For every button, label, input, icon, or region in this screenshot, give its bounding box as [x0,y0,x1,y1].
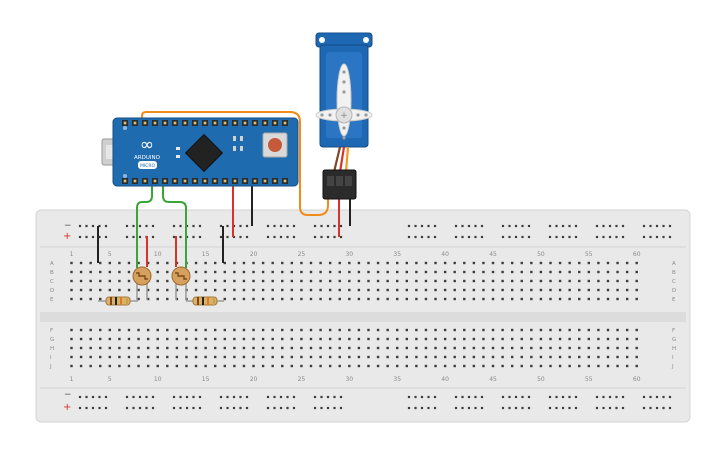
column-label: 30 [345,251,353,258]
breadboard-center-channel [40,312,686,322]
column-label: 40 [441,251,449,258]
photoresistor-2[interactable] [171,266,191,300]
row-label: F [50,328,53,334]
resistor-2[interactable] [186,296,224,306]
column-label: 10 [154,376,162,383]
row-label: C [672,279,676,285]
row-label: G [50,337,54,343]
breadboard-top-rail-divider [40,246,686,248]
servo-motor[interactable]: + [315,32,373,200]
reset-button-cap[interactable] [268,138,282,152]
column-label: 45 [489,376,497,383]
rail-minus-top: − [64,221,72,231]
photoresistor-1[interactable] [132,266,152,300]
row-label: D [672,288,676,294]
rail-minus-bottom: − [64,390,72,400]
sensor-wire-a1 [162,183,187,268]
column-label: 50 [537,251,545,258]
breadboard-holes [70,224,672,410]
column-label: 55 [585,376,593,383]
servo-signal-wire [141,111,329,216]
breadboard-bottom-rail-divider [40,387,686,389]
arduino-logo-icon: ∞ [140,135,154,155]
arduino-micro[interactable]: ∞ ARDUINO MICRO [101,117,299,187]
arduino-chip [184,133,224,173]
column-label: 10 [154,251,162,258]
breadboard-labels: 1155101015152020252530303535404045455050… [49,251,676,383]
row-label: J [49,364,52,370]
row-label: E [50,297,54,303]
column-label: 5 [108,376,112,383]
column-label: 15 [202,251,210,258]
column-label: 60 [633,376,641,383]
servo-horn-hub [335,106,353,124]
row-label: B [50,270,54,276]
row-label: J [671,364,674,370]
row-label: A [672,261,676,267]
row-label: C [50,279,54,285]
arduino-header-bottom [122,178,288,184]
column-label: 1 [70,251,74,258]
column-label: 55 [585,251,593,258]
row-label: D [50,288,54,294]
row-label: F [672,328,675,334]
sensor-wire-a0 [136,183,153,268]
servo-horn[interactable] [336,63,352,137]
arduino-brand-label: ARDUINO [134,155,161,161]
row-label: E [672,297,676,303]
column-label: 45 [489,251,497,258]
row-label: I [672,355,674,361]
column-label: 30 [345,376,353,383]
column-label: 50 [537,376,545,383]
column-label: 20 [250,376,258,383]
column-label: 5 [108,251,112,258]
column-label: 25 [298,376,306,383]
column-label: 25 [298,251,306,258]
column-label: 1 [70,376,74,383]
servo-screw-icon: + [340,111,348,121]
row-label: H [50,346,54,352]
arduino-model-label: MICRO [140,163,155,169]
column-label: 15 [202,376,210,383]
row-label: I [50,355,52,361]
column-label: 35 [393,376,401,383]
row-label: B [672,270,676,276]
resistor-1[interactable] [98,296,138,306]
row-label: H [672,346,676,352]
row-label: G [672,337,676,343]
rail-plus-top: + [63,231,71,242]
column-label: 20 [250,251,258,258]
column-label: 40 [441,376,449,383]
column-label: 35 [393,251,401,258]
column-label: 60 [633,251,641,258]
arduino-model-badge [138,161,157,169]
arduino-header-top [122,120,288,126]
rail-plus-bottom: + [63,402,71,413]
row-label: A [50,261,54,267]
